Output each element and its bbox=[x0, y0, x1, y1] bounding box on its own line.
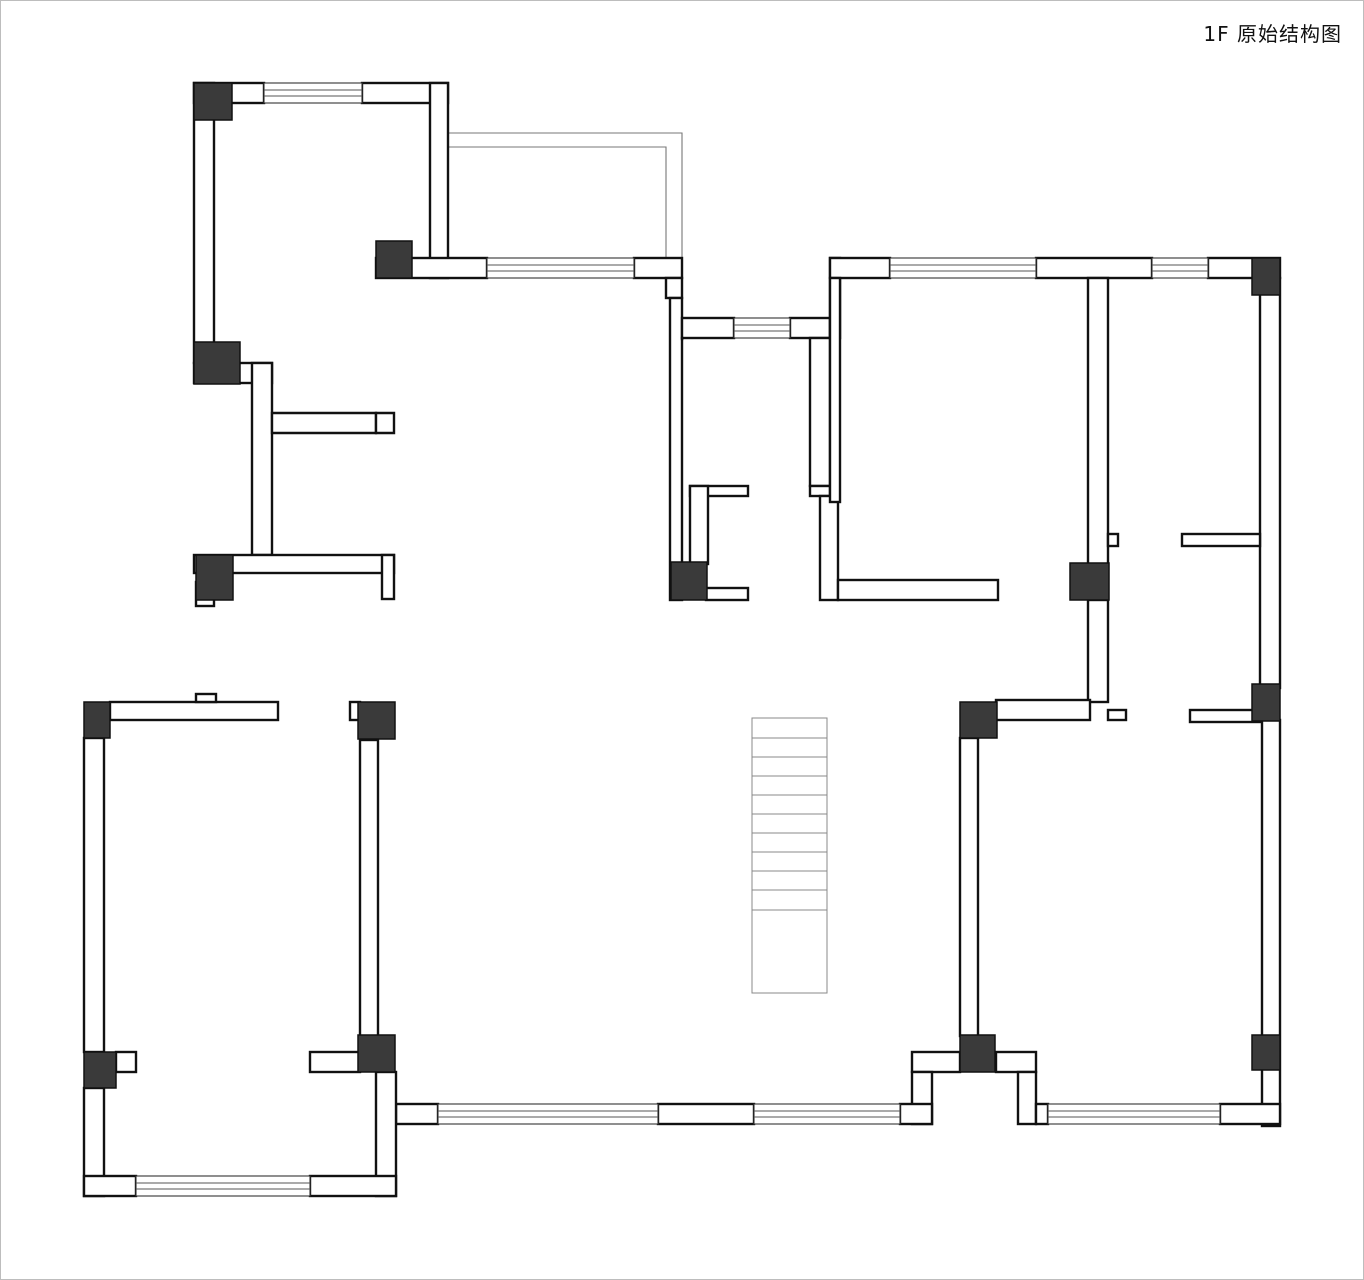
drawing-title: 1F 原始结构图 bbox=[1203, 22, 1342, 46]
staircase bbox=[751, 717, 828, 994]
walls bbox=[82, 81, 1282, 1198]
structural-columns bbox=[83, 82, 1281, 1089]
windows bbox=[135, 82, 1221, 1197]
balcony-railing bbox=[448, 132, 683, 258]
